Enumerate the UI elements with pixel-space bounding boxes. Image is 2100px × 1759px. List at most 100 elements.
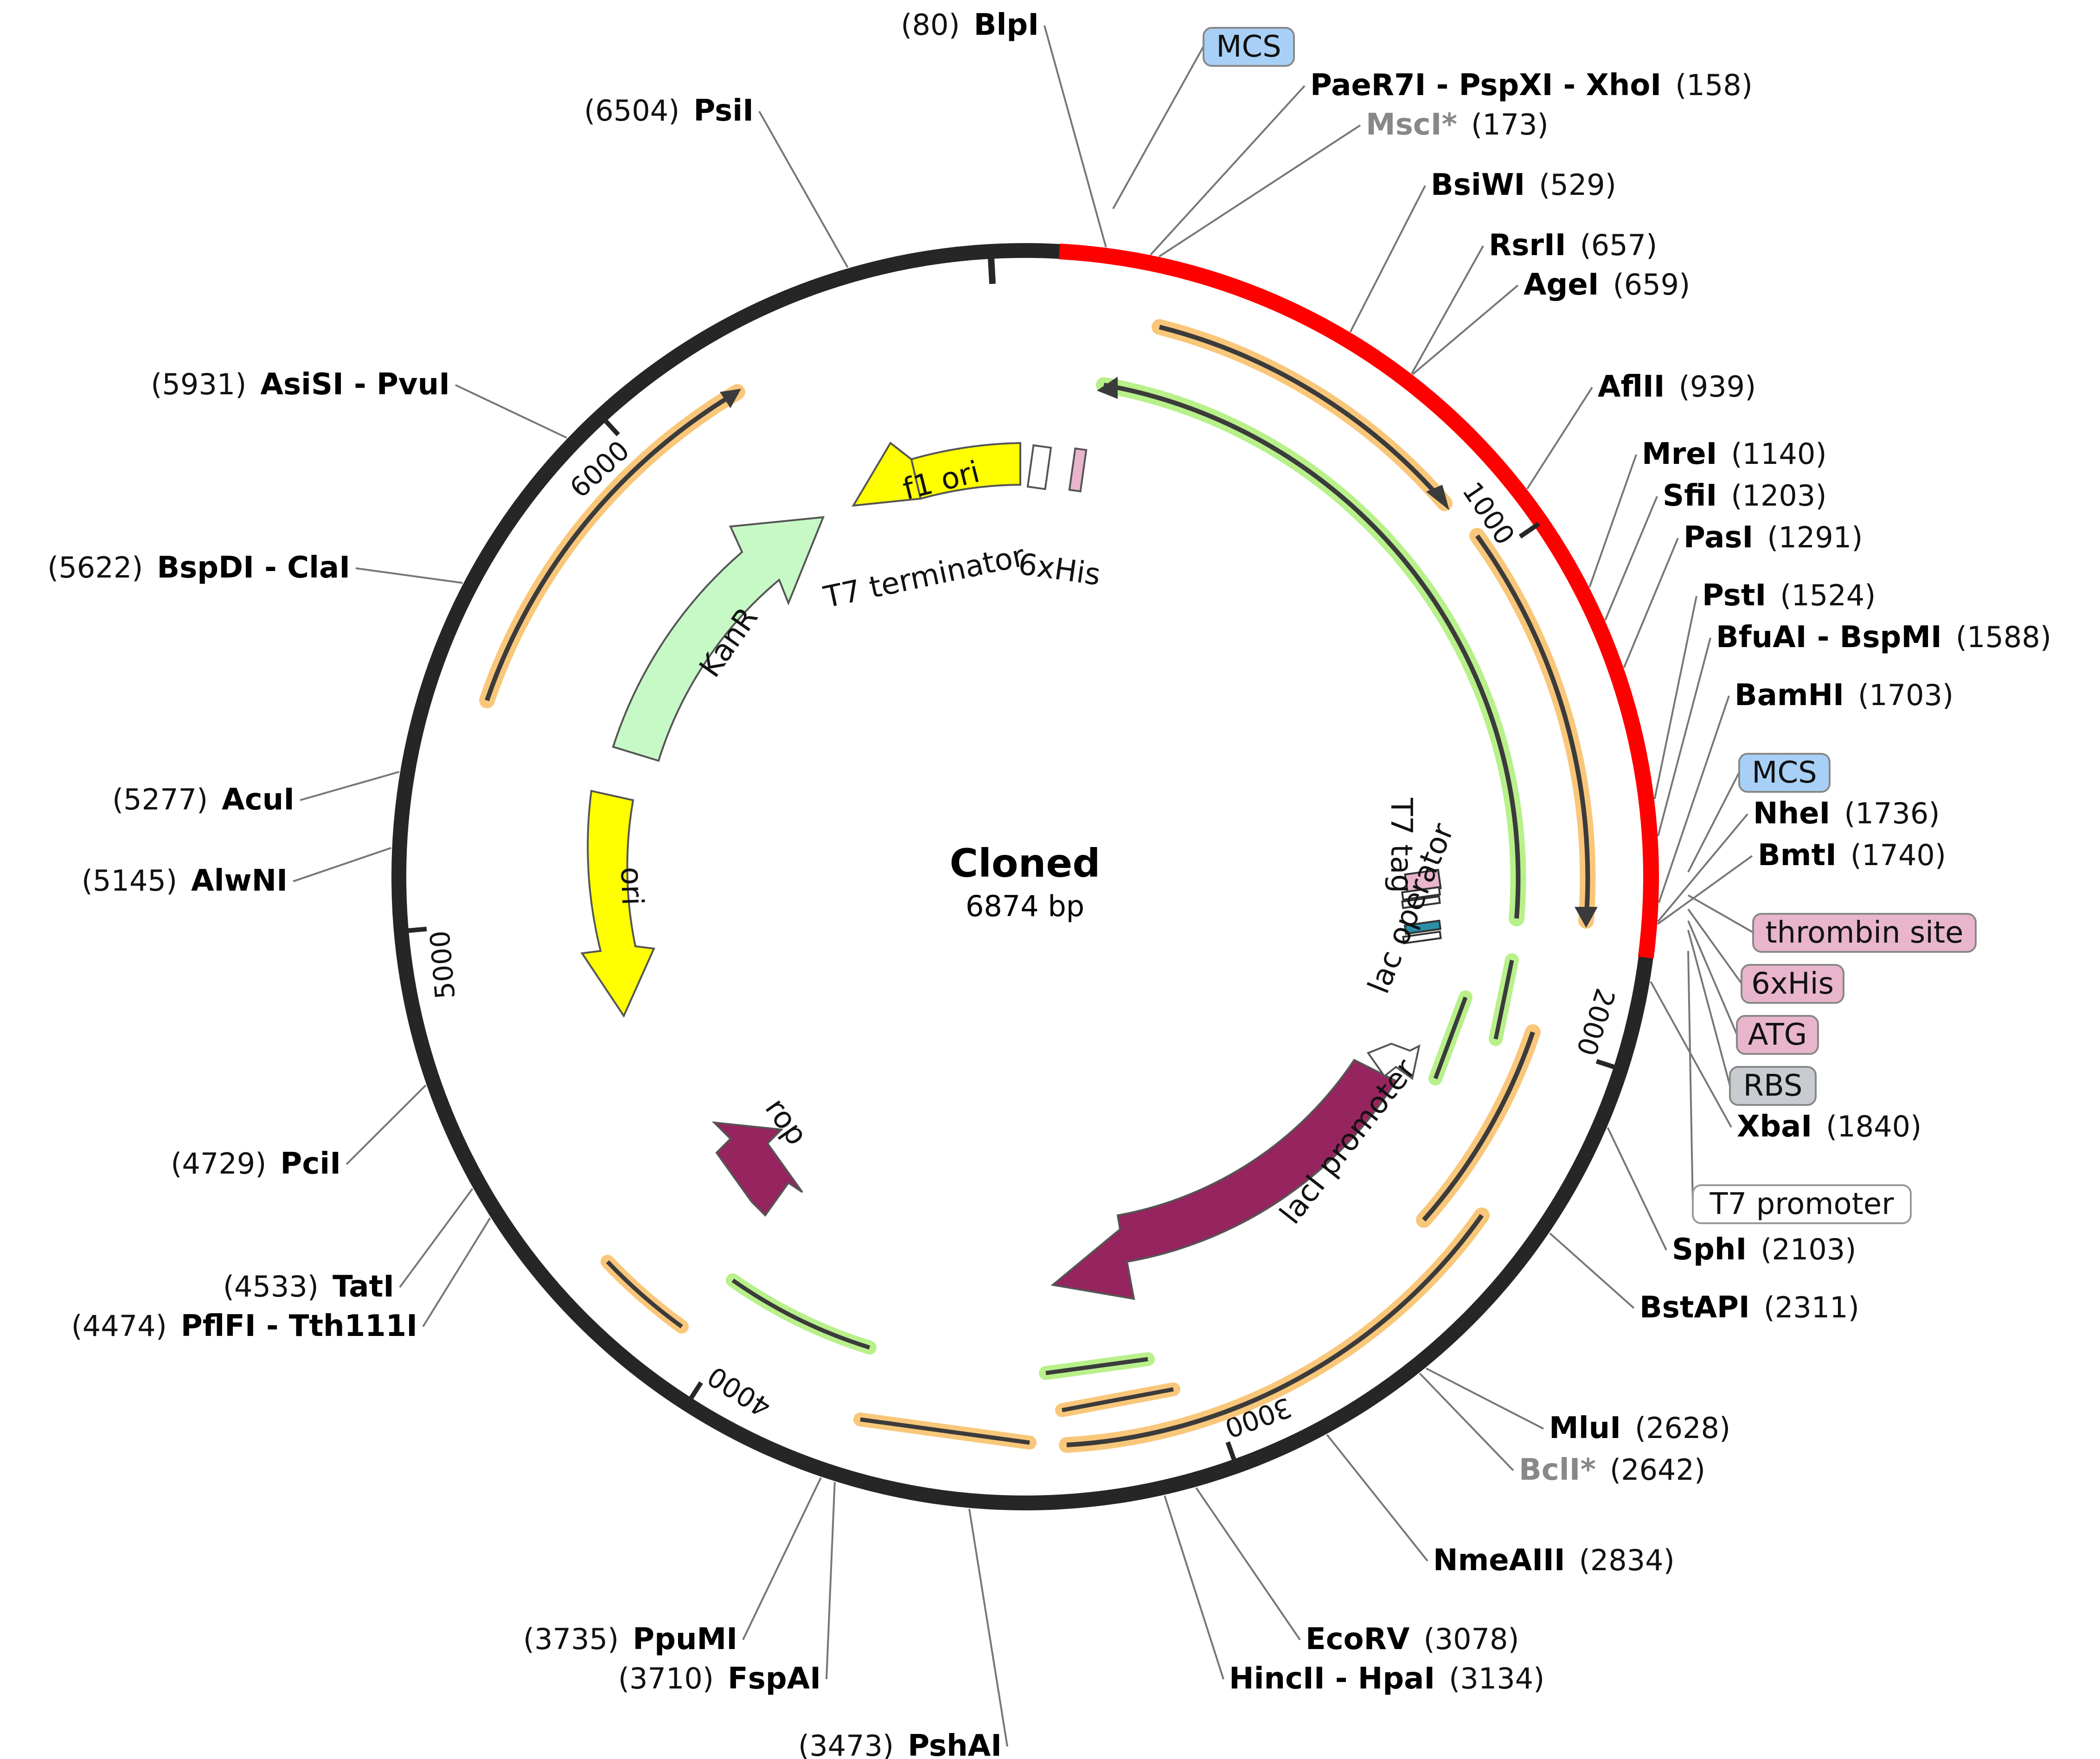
enzyme-leader-line bbox=[1164, 1495, 1224, 1680]
enzyme-label[interactable]: NheI(1736) bbox=[1753, 796, 1940, 831]
orf-arrow-left-upper-core bbox=[485, 390, 739, 701]
enzyme-label[interactable]: (4474)PflFI - Tth111I bbox=[71, 1309, 417, 1343]
feature-leader-line bbox=[1687, 930, 1731, 1086]
primer-arrow-right-green-head bbox=[1097, 377, 1118, 399]
enzyme-label[interactable]: (5622) BspDI - ClaI bbox=[47, 551, 350, 585]
enzyme-label[interactable]: SfiI(1203) bbox=[1663, 479, 1827, 513]
feature-box[interactable] bbox=[1741, 964, 1844, 1004]
enzyme-leader-line bbox=[1657, 637, 1711, 836]
enzyme-label[interactable]: (5931) AsiSI - PvuI bbox=[151, 367, 450, 402]
enzyme-label[interactable]: BstAPI(2311) bbox=[1639, 1290, 1859, 1325]
enzyme-position: (5145) bbox=[82, 864, 177, 898]
tick-label: 5000 bbox=[424, 929, 461, 1000]
enzyme-leader-line bbox=[826, 1482, 836, 1680]
tick-mark bbox=[1518, 522, 1540, 539]
feature-leader-line bbox=[1688, 894, 1754, 933]
laci-promoter-arrow bbox=[1366, 1042, 1421, 1080]
enzyme-leader-line bbox=[346, 1085, 427, 1165]
enzyme-label[interactable]: BfuAI - BspMI(1588) bbox=[1716, 620, 2051, 655]
enzyme-leader-line bbox=[293, 847, 392, 882]
enzyme-name: AcuI bbox=[222, 783, 295, 817]
enzyme-label[interactable]: EcoRV(3078) bbox=[1306, 1622, 1519, 1656]
enzyme-label[interactable]: BsiWI(529) bbox=[1431, 168, 1616, 202]
enzyme-leader-line bbox=[300, 770, 400, 801]
enzyme-label[interactable]: MscI*(173) bbox=[1366, 108, 1549, 142]
enzyme-position: (1736) bbox=[1844, 796, 1940, 830]
enzyme-label[interactable]: (3710)FspAI bbox=[618, 1662, 821, 1696]
enzyme-leader-line bbox=[399, 1188, 474, 1288]
enzyme-position: (657) bbox=[1580, 228, 1658, 262]
enzyme-position: (1703) bbox=[1858, 678, 1953, 712]
tick-origin bbox=[987, 254, 996, 284]
enzyme-label[interactable]: RsrII(657) bbox=[1489, 228, 1657, 263]
enzyme-leader-line bbox=[1349, 185, 1426, 333]
kanr-arrow bbox=[612, 516, 825, 762]
enzyme-name: AgeI bbox=[1524, 268, 1599, 302]
enzyme-label[interactable]: BamHI (1703) bbox=[1735, 678, 1953, 713]
enzyme-label[interactable]: PaeR7I - PspXI - XhoI(158) bbox=[1310, 68, 1753, 103]
enzyme-name: NmeAIII bbox=[1433, 1543, 1565, 1578]
feature-leader-line bbox=[1687, 772, 1740, 873]
tick-mark bbox=[1595, 1059, 1619, 1071]
feature-box[interactable] bbox=[1203, 27, 1295, 67]
orf-arrow-insert-top-core bbox=[1159, 325, 1447, 505]
enzyme-leader-line bbox=[1658, 695, 1730, 903]
enzyme-label[interactable]: AflII(939) bbox=[1598, 370, 1756, 404]
enzyme-label[interactable]: (3473)PshAI bbox=[798, 1729, 1002, 1759]
enzyme-position: (4533) bbox=[223, 1270, 319, 1303]
enzyme-label[interactable]: MreI(1140) bbox=[1642, 437, 1827, 471]
enzyme-label[interactable]: BclI*(2642) bbox=[1519, 1453, 1705, 1487]
enzyme-position: (529) bbox=[1539, 168, 1616, 202]
enzyme-leader-line bbox=[1549, 1233, 1635, 1309]
enzyme-name: BamHI bbox=[1735, 678, 1844, 713]
orf-arrow-bottom-3-core bbox=[860, 1417, 1030, 1445]
primer-arrow-left-bottom bbox=[726, 1273, 877, 1355]
feature-box[interactable] bbox=[1752, 913, 1977, 953]
enzyme-label[interactable]: PstI(1524) bbox=[1702, 578, 1876, 613]
enzyme-label[interactable]: AgeI(659) bbox=[1524, 268, 1690, 302]
enzyme-name: BspDI - ClaI bbox=[157, 551, 350, 585]
enzyme-label[interactable]: (6504)PsiI bbox=[584, 94, 754, 128]
enzyme-position: (2311) bbox=[1764, 1290, 1859, 1324]
insert-region-arc bbox=[1059, 244, 1659, 959]
enzyme-name: EcoRV bbox=[1306, 1622, 1410, 1656]
enzyme-name: AlwNI bbox=[191, 864, 288, 898]
tick-mark bbox=[686, 1381, 703, 1403]
enzyme-leader-line bbox=[1150, 85, 1306, 256]
enzyme-position: (80) bbox=[901, 8, 960, 42]
enzyme-name: BclI* bbox=[1519, 1453, 1596, 1487]
enzyme-label[interactable]: (3735)PpuMI bbox=[523, 1622, 737, 1656]
enzyme-label[interactable]: XbaI(1840) bbox=[1737, 1110, 1921, 1144]
enzyme-label[interactable]: NmeAIII(2834) bbox=[1433, 1543, 1675, 1578]
enzyme-name: AsiSI - PvuI bbox=[260, 367, 450, 402]
enzyme-leader-line bbox=[968, 1509, 1008, 1747]
enzyme-leader-line bbox=[1607, 1127, 1667, 1251]
enzyme-label[interactable]: HincII - HpaI(3134) bbox=[1229, 1662, 1544, 1696]
enzyme-label[interactable]: MluI(2628) bbox=[1549, 1411, 1730, 1445]
enzyme-name: PstI bbox=[1702, 578, 1766, 613]
enzyme-leader-line bbox=[1657, 813, 1748, 923]
enzyme-name: SfiI bbox=[1663, 479, 1717, 513]
enzyme-label[interactable]: (4533)TatI bbox=[223, 1270, 394, 1304]
feature-box[interactable] bbox=[1729, 1066, 1817, 1106]
feature-box[interactable] bbox=[1738, 753, 1831, 793]
enzyme-leader-line bbox=[1657, 855, 1753, 925]
enzyme-label[interactable]: (5145) AlwNI bbox=[82, 864, 288, 898]
enzyme-label[interactable]: (80)BlpI bbox=[901, 8, 1039, 42]
enzyme-position: (5931) bbox=[151, 367, 246, 401]
enzyme-position: (5622) bbox=[47, 551, 143, 584]
enzyme-label[interactable]: SphI(2103) bbox=[1672, 1233, 1856, 1267]
feature-box[interactable] bbox=[1692, 1184, 1912, 1224]
t7-tag-label: T7 tag bbox=[1384, 797, 1418, 893]
enzyme-label[interactable]: (5277)AcuI bbox=[112, 783, 295, 817]
enzyme-name: MscI* bbox=[1366, 108, 1457, 142]
enzyme-name: MluI bbox=[1549, 1411, 1621, 1445]
enzyme-label[interactable]: (4729)PciI bbox=[171, 1147, 341, 1181]
feature-box[interactable] bbox=[1736, 1015, 1819, 1055]
enzyme-position: (1840) bbox=[1826, 1110, 1921, 1143]
enzyme-position: (939) bbox=[1679, 370, 1756, 404]
enzyme-label[interactable]: PasI(1291) bbox=[1684, 520, 1863, 555]
enzyme-label[interactable]: BmtI(1740) bbox=[1758, 838, 1946, 873]
enzyme-position: (3473) bbox=[798, 1729, 894, 1759]
